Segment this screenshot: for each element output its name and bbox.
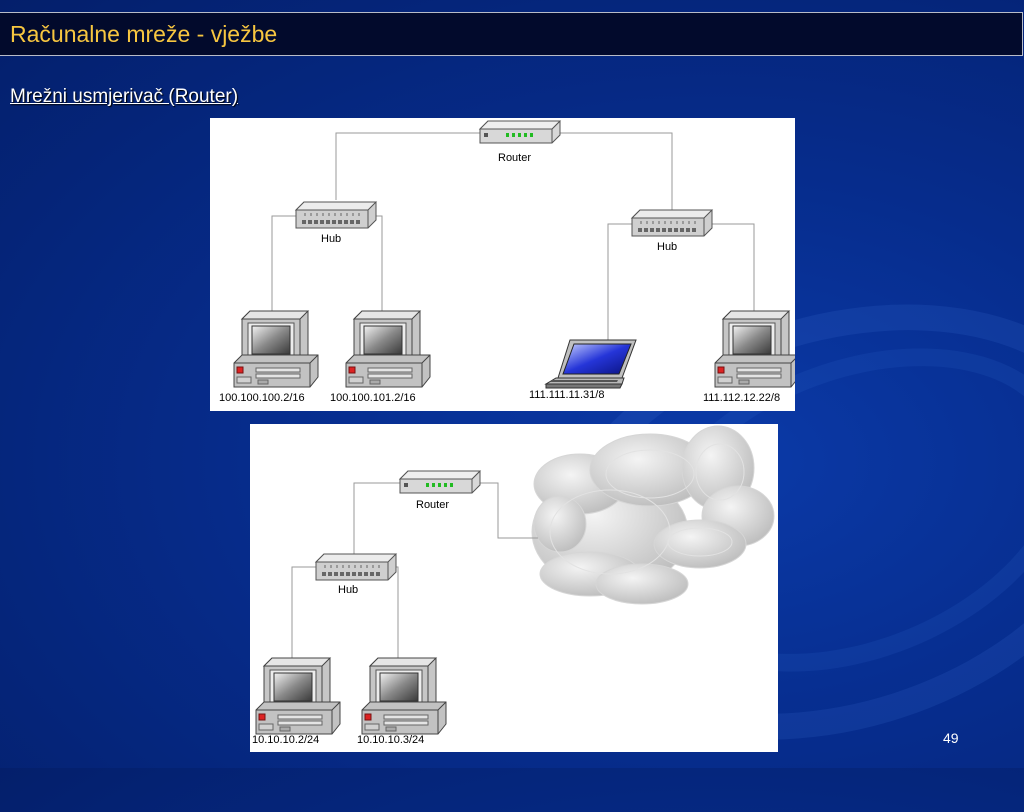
slide-subtitle: Mrežni usmjerivač (Router) — [10, 86, 239, 107]
hub-label: Hub — [338, 584, 359, 596]
hub-label: Hub — [657, 241, 678, 253]
router-label: Router — [498, 152, 532, 164]
network-diagram-top — [233, 120, 795, 389]
page-number: 49 — [943, 730, 959, 746]
router-icon — [479, 120, 561, 144]
desktop-computer-icon — [345, 310, 431, 388]
ip-address-label: 100.100.101.2/16 — [330, 392, 416, 404]
ip-address-label: 10.10.10.2/24 — [252, 734, 320, 746]
ip-address-label: 111.111.11.31/8 — [529, 389, 605, 401]
diagram-panel-bottom: Router Hub 10.10.10.2/24 10.10.10.3/24 — [250, 424, 778, 752]
hub-icon — [315, 553, 397, 581]
desktop-computer-icon — [714, 310, 795, 388]
desktop-computer-icon — [255, 657, 341, 735]
ip-address-label: 111.112.12.22/8 — [703, 392, 781, 404]
router-icon — [399, 470, 481, 494]
hub-label: Hub — [321, 233, 342, 245]
ip-address-label: 100.100.100.2/16 — [219, 392, 305, 404]
network-diagram-bottom — [255, 425, 775, 735]
ip-address-label: 10.10.10.3/24 — [357, 734, 425, 746]
diagram-panel-top: Router Hub Hub 100.100.100.2/16 100.100.… — [210, 118, 795, 411]
hub-icon — [631, 209, 713, 237]
connection-lines — [271, 132, 755, 346]
desktop-computer-icon — [361, 657, 447, 735]
cloud-icon — [531, 425, 775, 605]
router-label: Router — [416, 499, 450, 511]
laptop-icon — [545, 339, 637, 389]
title-bar: Računalne mreže - vježbe — [0, 12, 1023, 56]
slide-title: Računalne mreže - vježbe — [10, 21, 278, 47]
desktop-computer-icon — [233, 310, 319, 388]
hub-icon — [295, 201, 377, 229]
